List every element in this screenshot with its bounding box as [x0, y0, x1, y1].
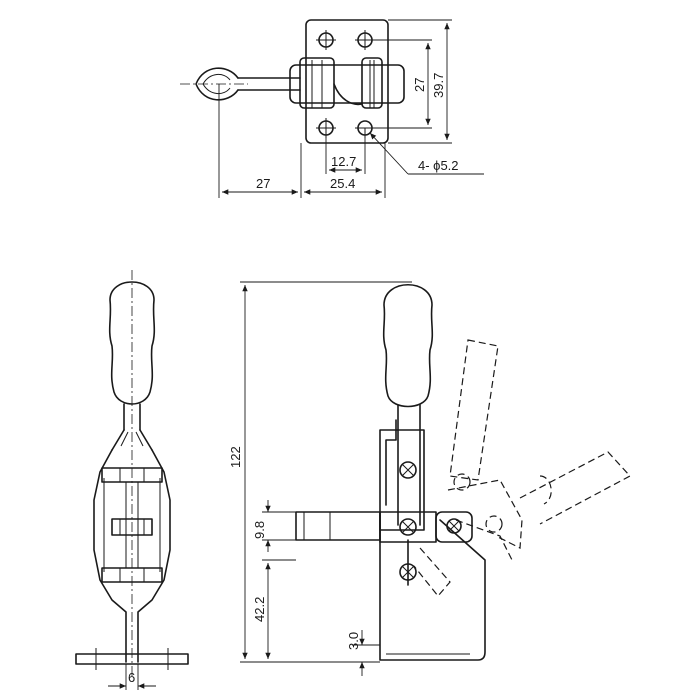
- dim-handle-length: 27: [256, 176, 270, 191]
- dim-spindle-height: 42.2: [252, 597, 267, 622]
- handle-open-position: [449, 339, 499, 481]
- dim-front-width: 6: [128, 670, 135, 685]
- dim-bar-thickness: 9.8: [252, 521, 267, 539]
- dim-hole-spacing-y: 27: [412, 78, 427, 92]
- dim-base-height: 39.7: [431, 73, 446, 98]
- side-base: [379, 514, 486, 661]
- dim-hole-spec: 4- ϕ5.2: [418, 158, 459, 173]
- side-view: 122 42.2 9.8 3.0: [228, 281, 631, 676]
- side-handle-grip: [382, 284, 434, 408]
- top-handle-grip: [195, 67, 239, 101]
- top-view: 27 25.4 12.7 27 39.7 4- ϕ5.2: [180, 19, 484, 198]
- pivot: [399, 518, 417, 536]
- clamp-bar: [295, 511, 381, 541]
- front-handle-grip: [108, 281, 156, 405]
- front-base: [75, 653, 189, 665]
- pivot-pin: [111, 518, 153, 536]
- pivot-pin: [101, 567, 163, 583]
- pivot-pin: [101, 467, 163, 483]
- pivot: [446, 518, 462, 534]
- front-view: 6: [75, 270, 189, 690]
- top-body: [289, 64, 405, 104]
- side-body: [379, 429, 425, 531]
- top-base-plate: [305, 19, 389, 144]
- dim-base-width: 25.4: [330, 176, 355, 191]
- pivot: [399, 461, 417, 479]
- dim-base-thickness: 3.0: [346, 632, 361, 650]
- handle-full-open-position: [519, 451, 631, 525]
- dim-total-height: 122: [228, 446, 243, 468]
- dim-hole-spacing-x: 12.7: [331, 154, 356, 169]
